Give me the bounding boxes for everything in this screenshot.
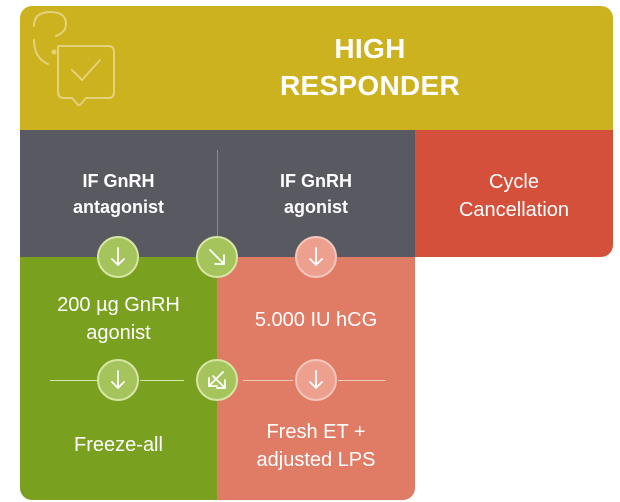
antagonist-label-line1: IF GnRH	[82, 171, 155, 191]
antagonist-step1-line2: agonist	[86, 322, 151, 344]
antagonist-label-line2: antagonist	[72, 197, 164, 217]
agonist-step2-line2: adjusted LPS	[256, 449, 376, 471]
antagonist-step2: Freeze-all	[20, 431, 217, 459]
divider-line	[243, 380, 293, 381]
question-chat-icon	[33, 11, 115, 106]
header-title-line2: RESPONDER	[279, 70, 461, 101]
agonist-step2: Fresh ET + adjusted LPS	[217, 418, 415, 474]
agonist-step2-line1: Fresh ET +	[266, 421, 366, 443]
agonist-step1: 5.000 IU hCG	[217, 306, 415, 334]
header-banner	[20, 6, 613, 130]
divider-line	[50, 380, 98, 381]
agonist-label-line1: IF GnRH	[280, 171, 352, 191]
agonist-label-line2: agonist	[283, 197, 348, 217]
header-title: HIGH RESPONDER	[270, 30, 470, 104]
agonist-step1-line1: 5.000 IU hCG	[254, 309, 378, 331]
antagonist-step1: 200 µg GnRH agonist	[20, 291, 217, 347]
arrow-diagonal-icon	[196, 236, 238, 278]
divider-line	[140, 380, 184, 381]
cancellation-box	[415, 130, 613, 257]
cancellation-label: Cycle Cancellation	[415, 168, 613, 224]
divider-line	[338, 380, 386, 381]
header-title-line1: HIGH	[334, 33, 406, 64]
branch-divider	[217, 150, 218, 257]
arrow-down-icon	[295, 359, 337, 401]
arrow-down-icon	[295, 236, 337, 278]
agonist-branch-label: IF GnRH agonist	[217, 168, 415, 220]
arrow-down-icon	[97, 236, 139, 278]
cancellation-label-line1: Cycle	[488, 171, 539, 193]
antagonist-step2-line1: Freeze-all	[74, 434, 163, 456]
arrow-down-icon	[97, 359, 139, 401]
cancellation-label-line2: Cancellation	[458, 199, 570, 221]
antagonist-step1-line1: 200 µg GnRH	[57, 294, 180, 316]
arrow-split-icon	[196, 359, 238, 401]
antagonist-branch-label: IF GnRH antagonist	[20, 168, 217, 220]
